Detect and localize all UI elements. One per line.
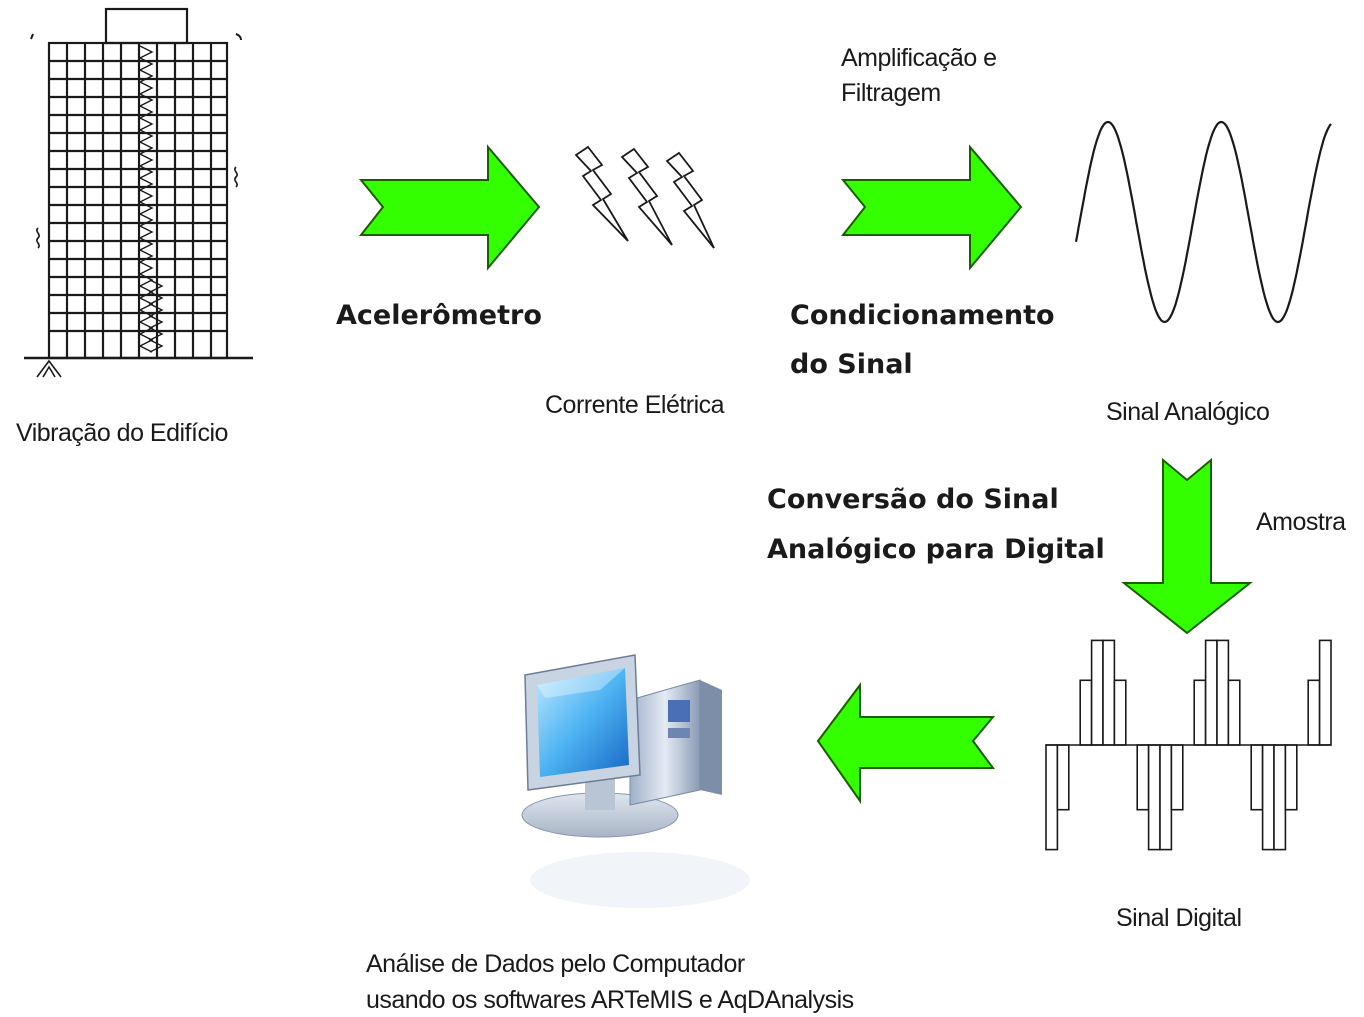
lightning-bolt-icon — [574, 145, 715, 249]
digital-signal-icon — [1045, 639, 1332, 851]
digital-sample-bar — [1159, 744, 1173, 851]
digital-sample-bar — [1113, 679, 1127, 746]
digital-sample-bar — [1147, 744, 1161, 851]
sine-wave-icon — [1074, 120, 1332, 324]
digital-sample-bar — [1204, 639, 1218, 746]
digital-sample-bar — [1216, 639, 1230, 746]
digital-sample-bar — [1136, 744, 1150, 811]
digital-sample-bar — [1193, 679, 1207, 746]
digital-signal-label: Sinal Digital — [1116, 904, 1242, 932]
digital-sample-bar — [1170, 744, 1184, 811]
conversion-label-line2: Analógico para Digital — [767, 534, 1105, 565]
arrow-down-icon — [1121, 457, 1253, 635]
analog-signal-label: Sinal Analógico — [1106, 398, 1269, 426]
current-label: Corrente Elétrica — [545, 391, 725, 419]
arrow-right-icon — [840, 144, 1023, 271]
digital-sample-bar — [1090, 639, 1104, 746]
digital-sample-bar — [1079, 679, 1093, 746]
computer-caption-line1: Análise de Dados pelo Computador — [366, 950, 745, 978]
building-icon — [24, 7, 253, 378]
digital-sample-bar — [1261, 744, 1275, 851]
digital-sample-bar — [1227, 679, 1241, 746]
sample-label: Amostra — [1256, 508, 1346, 536]
digital-sample-bar — [1318, 639, 1332, 746]
digital-sample-bar — [1102, 639, 1116, 746]
digital-sample-bar — [1045, 744, 1059, 851]
computer-icon — [521, 654, 750, 908]
conditioning-label-line1: Condicionamento — [790, 300, 1055, 331]
computer-caption-line2: usando os softwares ARTeMIS e AqDAnalysi… — [366, 986, 854, 1014]
digital-sample-bar — [1273, 744, 1287, 851]
digital-sample-bar — [1307, 679, 1321, 746]
arrow-right-icon — [358, 144, 541, 271]
building-caption: Vibração do Edifício — [16, 419, 228, 447]
digital-sample-bar — [1284, 744, 1298, 811]
conditioning-label-line2: do Sinal — [790, 349, 913, 380]
conversion-label-line1: Conversão do Sinal — [767, 484, 1059, 515]
amplification-label-line1: Amplificação e — [841, 44, 997, 72]
arrow-left-icon — [816, 682, 996, 805]
amplification-label-line2: Filtragem — [841, 79, 941, 107]
digital-sample-bar — [1250, 744, 1264, 811]
accelerometer-label: Acelerômetro — [336, 300, 542, 331]
digital-sample-bar — [1056, 744, 1070, 811]
